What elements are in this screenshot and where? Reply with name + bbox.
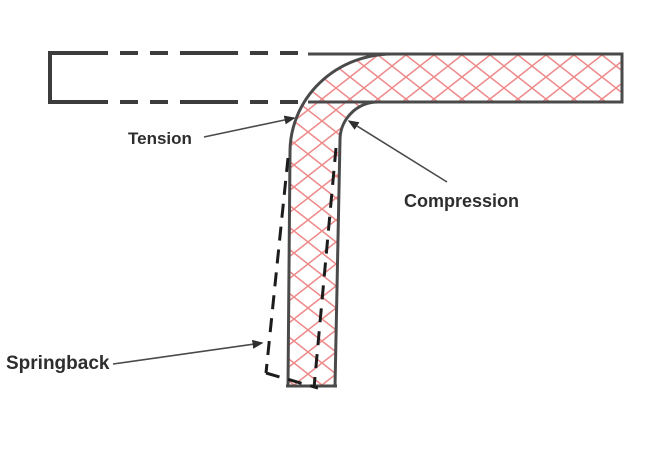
- bent-sheet-hatched-area: [288, 54, 622, 386]
- tension-arrow: [203, 115, 296, 138]
- tension-label: Tension: [128, 129, 192, 148]
- springback-label: Springback: [6, 353, 110, 374]
- springback-dashed-outline: [264, 147, 338, 390]
- compression-label: Compression: [404, 191, 520, 211]
- springback-arrow: [112, 339, 264, 365]
- compression-arrow: [347, 120, 448, 183]
